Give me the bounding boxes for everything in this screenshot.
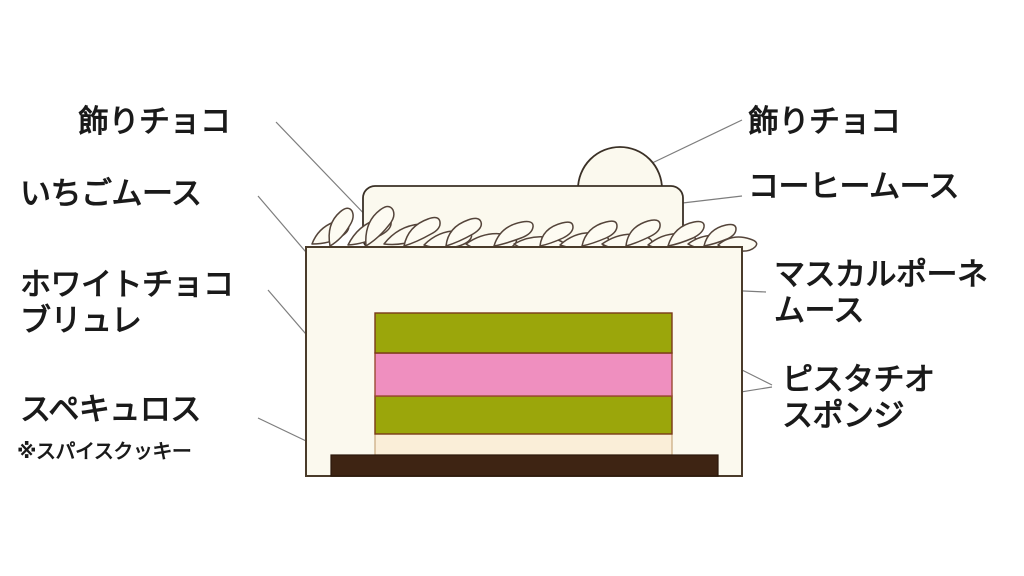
label-kazari-choco-right: 飾りチョコ [748,104,901,140]
leader-kazari-choco-right [647,119,743,166]
label-pistachio-line2: スポンジ [782,398,905,434]
label-white-choco-brulee-line2: ブリュレ [20,303,142,339]
leader-kazari-choco-left [275,121,373,223]
strawberry-mousse-layer [374,352,673,397]
pistachio-sponge-top-layer [374,312,673,354]
label-pistachio-line1: ピスタチオ [782,362,935,398]
pistachio-sponge-bottom-layer [374,395,673,435]
label-coffee-mousse: コーヒームース [748,169,960,205]
label-kazari-choco-left: 飾りチョコ [78,104,231,140]
label-mascarpone-line1: マスカルポーネ [774,257,988,293]
label-ichigo-mousse: いちごムース [20,176,202,212]
speculoos-base-layer [330,454,719,477]
label-speculoos-note: ※スパイスクッキー [17,439,192,463]
decor-chocolate-dome [577,146,663,190]
label-white-choco-brulee-line1: ホワイトチョコ [20,267,234,303]
label-speculoos: スペキュロス [20,392,201,428]
label-mascarpone-line2: ムース [774,293,864,329]
